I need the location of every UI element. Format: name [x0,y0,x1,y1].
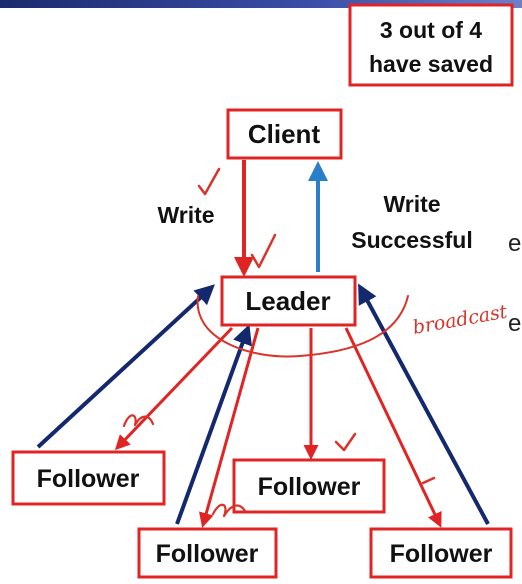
broadcast-note: broadcast [411,301,509,339]
client-label: Client [248,119,321,149]
leader-label: Leader [245,286,330,316]
node-client: Client [226,108,343,160]
cropped-side-text-1: e [508,230,521,257]
check-mark-follower-2 [334,432,357,452]
check-mark-follower-3 [211,503,247,518]
check-mark-leader [250,233,277,269]
node-follower-2: Follower [232,458,386,514]
follower-1-label: Follower [37,465,140,493]
cropped-side-text-2: e [508,310,521,337]
replicate-arrow-follower-3 [199,327,260,528]
replicate-arrow-follower-4 [344,327,442,528]
saved-note-line-2: have saved [369,51,493,77]
node-leader: Leader [220,275,357,327]
tick-follower-4 [421,476,436,485]
node-follower-3: Follower [137,527,278,579]
saved-note-line-1: 3 out of 4 [380,17,482,43]
ack-arrow-follower-3 [175,324,252,525]
handwritten-check-marks [122,167,436,518]
node-follower-1: Follower [11,450,166,506]
follower-3-label: Follower [156,540,259,568]
ack-arrow-follower-1 [36,284,215,449]
node-follower-4: Follower [369,527,513,579]
write-label: Write [157,202,214,228]
slide-top-bar [0,0,522,8]
acknowledgement-arrows [36,283,490,525]
replication-arrows [114,160,442,528]
ack-arrow-follower-4 [358,283,490,525]
check-mark-follower-1 [122,414,155,428]
broadcast-arc [196,295,409,358]
replicate-arrow-follower-1 [114,326,234,451]
follower-2-label: Follower [258,473,361,501]
write-successful-label-line-1: Write [383,191,440,217]
write-successful-label-line-2: Successful [351,227,472,253]
saved-note: 3 out of 4 have saved [348,3,514,87]
check-mark-write [197,167,221,196]
follower-4-label: Follower [390,540,493,568]
